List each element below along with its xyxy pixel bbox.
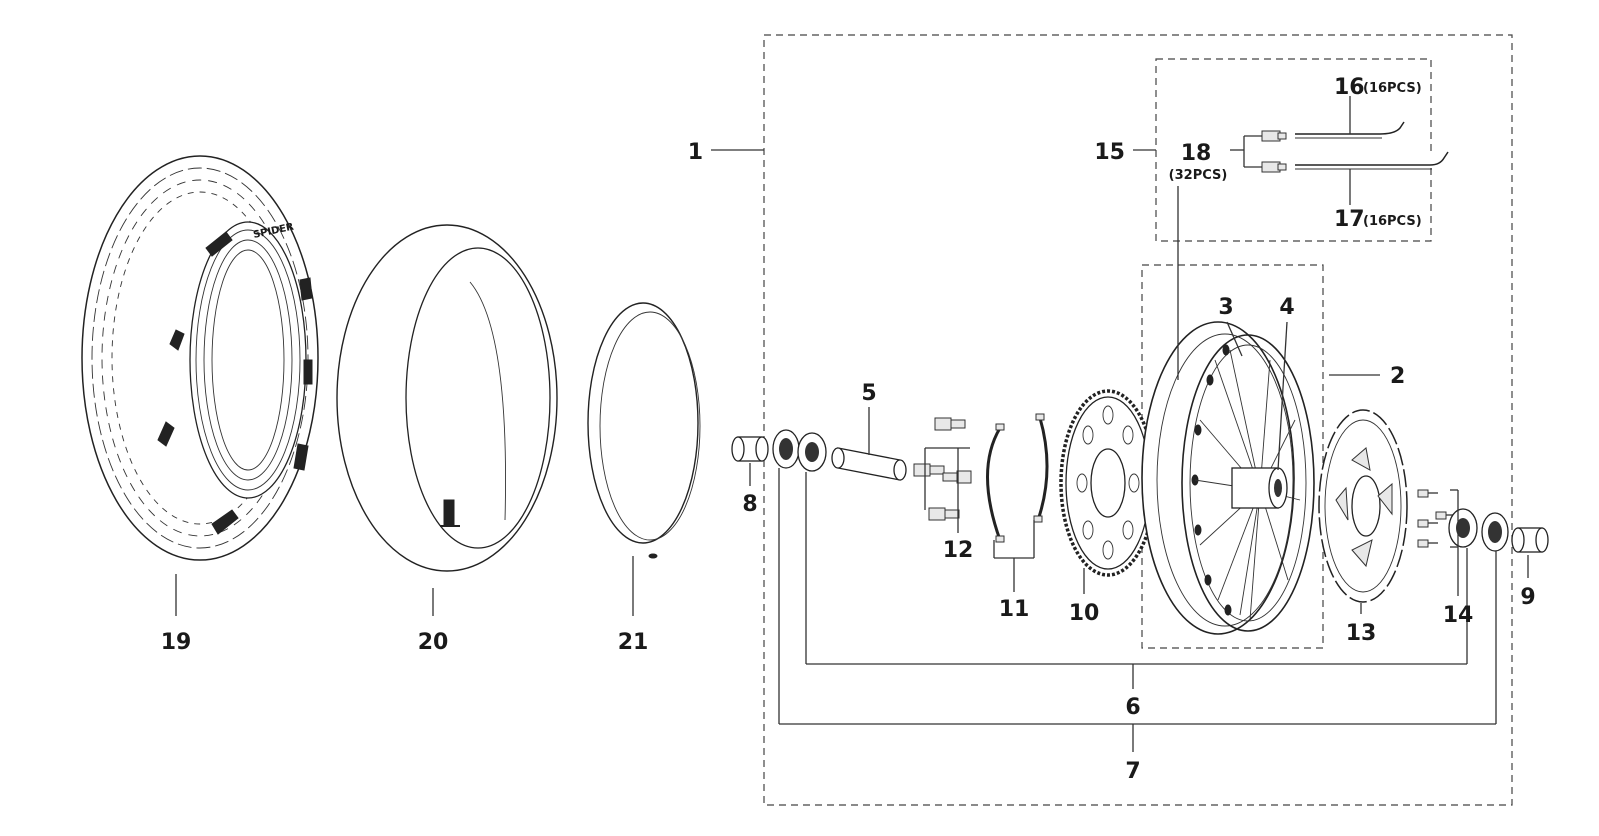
- spoke-icon: [1295, 121, 1449, 170]
- wheel-icon: [1141, 321, 1315, 635]
- axle-sleeve-icon: [831, 447, 907, 481]
- quantity-17: (16PCS): [1363, 214, 1422, 229]
- bearing-icon: [1448, 508, 1509, 552]
- callout-15: 15: [1094, 140, 1125, 165]
- callout-7: 7: [1125, 759, 1140, 784]
- callout-9: 9: [1520, 585, 1535, 610]
- callout-3: 3: [1218, 295, 1233, 320]
- callout-19: 19: [161, 630, 192, 655]
- callout-17: 17: [1334, 207, 1365, 232]
- leader-lines: [175, 96, 1529, 752]
- assembly-1-box: [763, 34, 1513, 806]
- callout-10: 10: [1069, 601, 1100, 626]
- callout-2: 2: [1390, 364, 1405, 389]
- rim-band-icon: [587, 302, 701, 559]
- callout-labels: 1 2 3 4 5 6 7 8 9 10 11 12 13 14 15 16 (…: [161, 75, 1536, 784]
- quantity-16: (16PCS): [1363, 81, 1422, 96]
- quantity-18: (32PCS): [1169, 168, 1228, 183]
- bolt-icon: [1417, 489, 1456, 548]
- callout-1: 1: [688, 140, 703, 165]
- callout-18: 18: [1181, 141, 1212, 166]
- callout-4: 4: [1279, 295, 1294, 320]
- callout-21: 21: [618, 630, 649, 655]
- callout-16: 16: [1334, 75, 1365, 100]
- spacer-icon: [1511, 527, 1549, 553]
- bolt-icon: [913, 417, 972, 521]
- callout-11: 11: [999, 597, 1030, 622]
- hub-clip-icon: [986, 413, 1049, 543]
- sprocket-icon: [1059, 389, 1157, 577]
- callout-13: 13: [1346, 621, 1377, 646]
- tire-icon: SPIDER: [81, 155, 319, 561]
- callout-6: 6: [1125, 695, 1140, 720]
- callout-5: 5: [861, 381, 876, 406]
- callout-14: 14: [1443, 603, 1474, 628]
- brake-disc-icon: [1318, 409, 1408, 603]
- bearing-icon: [772, 429, 827, 472]
- spacer-icon: [731, 436, 769, 462]
- nipple-icon: [1261, 130, 1287, 173]
- callout-20: 20: [418, 630, 449, 655]
- callout-8: 8: [742, 492, 757, 517]
- callout-12: 12: [943, 538, 974, 563]
- inner-tube-icon: [336, 224, 558, 572]
